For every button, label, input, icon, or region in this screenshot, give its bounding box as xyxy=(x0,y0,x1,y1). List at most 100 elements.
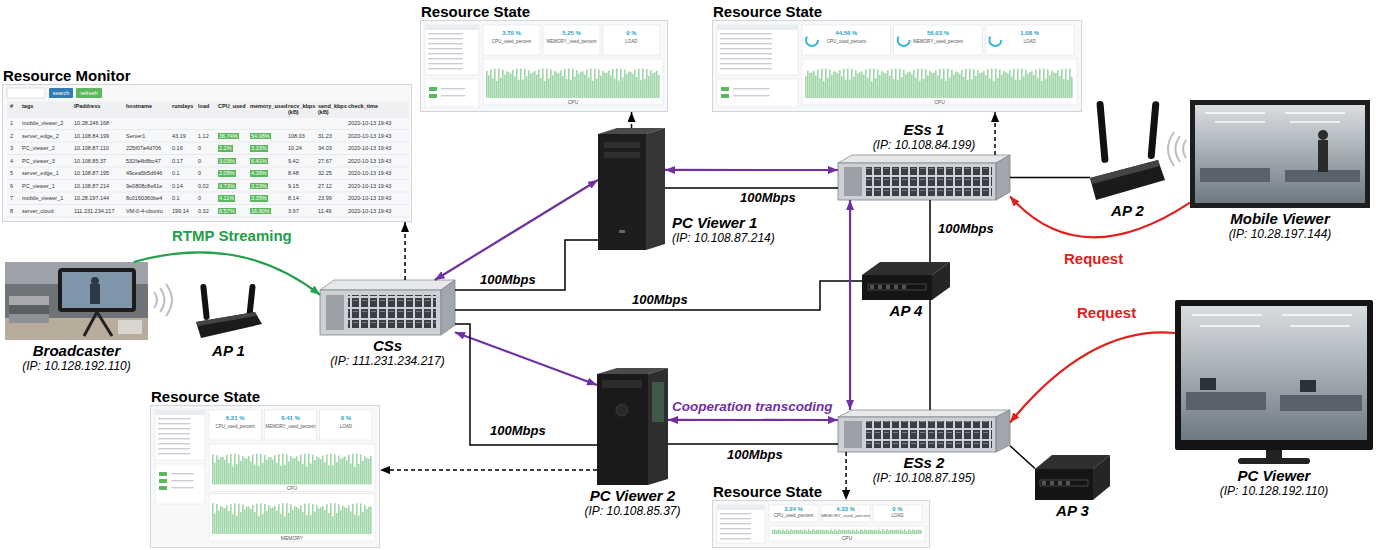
info-line xyxy=(428,53,463,54)
pc-tower-1 xyxy=(619,230,625,233)
router-ap2 xyxy=(1147,101,1159,159)
edge-label: 100Mbps xyxy=(478,273,538,287)
table-cell: 27.12 xyxy=(318,183,332,190)
node-label-group: Resource State xyxy=(421,3,530,20)
server-ess1 xyxy=(996,155,1010,200)
server-ess2 xyxy=(838,410,1010,452)
network-link xyxy=(929,300,931,410)
table-header: CPU_used xyxy=(218,103,247,110)
gauge-caption: CPU_used_percent xyxy=(209,424,261,430)
table-cell: 10.28.246.168 xyxy=(74,120,109,127)
switch-ap3 xyxy=(1093,455,1110,500)
gauge-box xyxy=(264,410,316,440)
table-cell: 10.28.197.144 xyxy=(74,195,109,202)
table-header: send_kbps (kB) xyxy=(318,103,345,116)
edge-label: Request xyxy=(1062,250,1125,267)
node-name: AP 4 xyxy=(890,302,923,319)
gauge-box xyxy=(320,410,372,440)
switch-ap3 xyxy=(1035,455,1110,500)
port-box xyxy=(155,464,205,504)
info-line xyxy=(720,68,772,69)
edge-label: Request xyxy=(1075,304,1138,321)
access-point: AP 1 xyxy=(195,282,262,340)
info-line xyxy=(428,68,463,69)
chart-box xyxy=(769,526,925,541)
port-line xyxy=(733,88,769,89)
gauge-value: 0 % xyxy=(603,30,660,37)
pc-tower-1 xyxy=(598,134,646,250)
mobile-viewer-photo xyxy=(1318,140,1328,172)
gauge-box xyxy=(821,505,870,522)
node-address: (IP: 111.231.234.217) xyxy=(330,354,444,369)
table-cell: 8 xyxy=(10,208,13,215)
table-cell: 108.03 xyxy=(288,133,305,140)
node-name: PC Viewer 2 xyxy=(584,487,680,504)
table-cell: 6 xyxy=(10,183,13,190)
table-cell: 4.73% xyxy=(218,183,236,190)
edge-label: 100Mbps xyxy=(936,222,996,236)
network-link xyxy=(455,324,597,445)
node-address: (IP: 10.128.192.110) xyxy=(1220,484,1329,499)
port-box xyxy=(717,79,798,107)
usage-bars xyxy=(212,503,372,534)
port-box xyxy=(425,79,479,107)
table-rule xyxy=(7,129,409,130)
node-address: (IP: 10.28.197.144) xyxy=(1229,227,1332,242)
network-link xyxy=(455,240,598,290)
gauge-value: 5.25 % xyxy=(543,30,600,37)
table-cell: 34.03 xyxy=(318,145,332,152)
pc-tower-1 xyxy=(646,128,665,250)
table-rule xyxy=(7,154,409,155)
server-ess1 xyxy=(866,167,992,196)
table-rule xyxy=(7,192,409,193)
table-cell: PC_viewer_1 xyxy=(22,183,55,190)
broadcaster-photo xyxy=(5,262,148,340)
state-panel: Resource State6.21 %6.41 %0 %CPU_used_pe… xyxy=(150,405,380,548)
state-panel: Resource State3.70 %5.25 %0 %CPU_used_pe… xyxy=(420,20,668,112)
switch-ap4 xyxy=(886,285,890,289)
table-cell: 0.17 xyxy=(172,158,183,165)
wireless-waves xyxy=(1183,140,1186,158)
server-ess1 xyxy=(844,167,862,196)
table-cell: 4.11% xyxy=(218,195,235,202)
table-cell: 0.1 xyxy=(172,195,180,202)
info-line xyxy=(720,38,772,39)
pc-viewer-monitor xyxy=(1175,300,1373,450)
gauge-caption: MEMORY_used_percent xyxy=(264,424,316,430)
table-cell: 49cea5b5d646 xyxy=(126,170,162,177)
network-link xyxy=(1010,177,1090,179)
chart-caption: CPU xyxy=(483,99,663,105)
table-cell: 10.108.87.214 xyxy=(74,183,109,190)
table-cell: mobile_viewer_1 xyxy=(22,195,63,202)
server-css xyxy=(326,295,344,330)
table-cell: 2020-10-13 19:43 xyxy=(348,183,391,190)
pc-viewer-monitor xyxy=(1238,458,1310,464)
gauge-box xyxy=(769,505,818,522)
monitor-link xyxy=(845,452,847,500)
port-chip xyxy=(429,87,437,91)
table-cell: 199.14 xyxy=(172,208,189,215)
wireless-waves xyxy=(160,288,165,312)
gauge-value: 0 % xyxy=(873,506,922,513)
pc-viewer-monitor xyxy=(1282,314,1352,316)
gauge-box xyxy=(894,25,983,55)
node-address: (IP: 10.128.192.110) xyxy=(22,359,131,374)
pc-viewer-monitor xyxy=(1186,392,1266,410)
table-cell: 532fa4b8bc47 xyxy=(126,158,161,165)
table-cell: 3.97 xyxy=(288,208,299,215)
port-chip xyxy=(721,87,729,91)
table-header: IPaddress xyxy=(74,103,123,110)
switch-ap4 xyxy=(894,285,898,289)
switch-node: AP 3 xyxy=(1035,455,1110,500)
switch-ap3 xyxy=(1035,469,1093,500)
info-box xyxy=(717,505,765,543)
table-cell: 0 xyxy=(198,195,201,202)
table-cell: 11.49 xyxy=(318,208,331,215)
info-line xyxy=(720,48,772,49)
node-label-group: Resource Monitor xyxy=(3,67,131,84)
mobile-viewer-photo xyxy=(1215,121,1265,123)
pc-tower-2 xyxy=(597,368,668,485)
info-line xyxy=(158,443,190,444)
gauge-value: 44.56 % xyxy=(802,30,891,37)
state-panel: Resource State44.56 %56.03 %1.08 %CPU_us… xyxy=(712,20,1082,112)
